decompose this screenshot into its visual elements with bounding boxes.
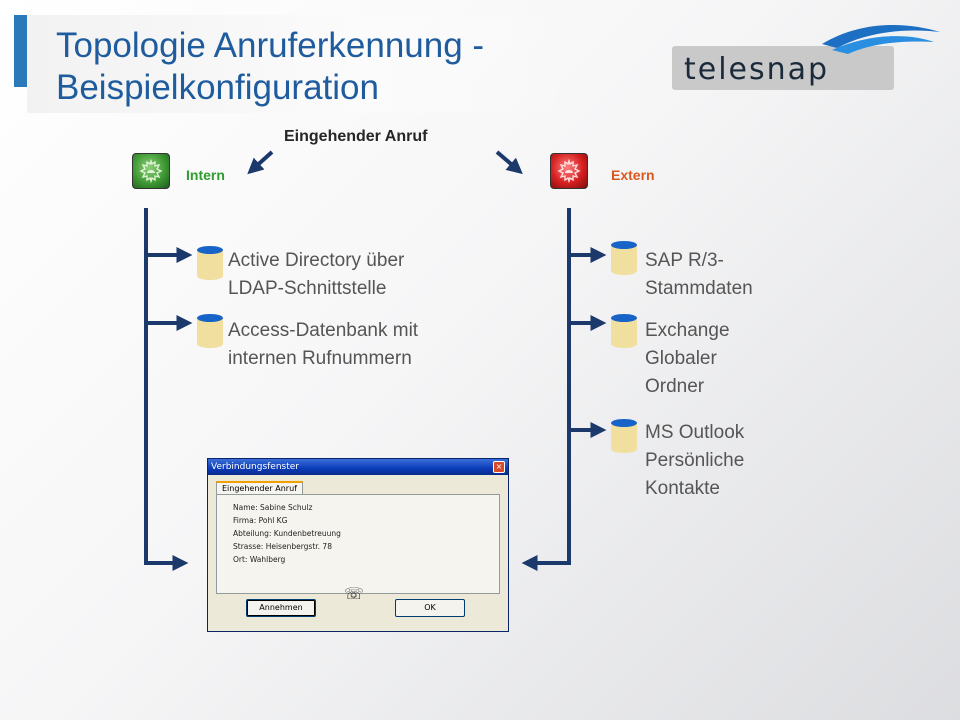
field-name: Name: Sabine Schulz (233, 503, 313, 512)
intern-phone-button (132, 153, 170, 189)
intern-label: Intern (186, 167, 225, 183)
telesnap-logo: telesnap (672, 24, 940, 90)
tab-incoming-call[interactable]: Eingehender Anruf (216, 481, 303, 494)
extern-label: Extern (611, 167, 655, 183)
telephone-icon: ☏ (344, 584, 365, 603)
logo-plate (672, 46, 894, 90)
source-active-directory: Active Directory über LDAP-Schnittstelle (228, 250, 405, 299)
extern-phone-button (550, 153, 588, 189)
intern-connector (144, 208, 193, 571)
arrow-to-extern (495, 150, 523, 175)
red-phone-icon (557, 158, 581, 184)
field-department: Abteilung: Kundenbetreuung (233, 529, 341, 538)
green-phone-icon (139, 158, 163, 184)
caller-info-panel: Name: Sabine Schulz Firma: Pohl KG Abtei… (216, 494, 500, 594)
window-title: Verbindungsfenster (211, 462, 300, 472)
page-title: Topologie Anruferkennung - Beispielkonfi… (56, 25, 484, 109)
title-accent-bar (14, 15, 27, 87)
incoming-call-label: Eingehender Anruf (284, 128, 428, 145)
arrow-to-intern (247, 150, 274, 175)
extern-connector (521, 208, 607, 571)
field-company: Firma: Pohl KG (233, 516, 288, 525)
connection-window: Verbindungsfenster × Eingehender Anruf N… (207, 458, 509, 632)
database-icon (611, 314, 637, 348)
title-line-1: Topologie Anruferkennung - (56, 26, 485, 65)
field-city: Ort: Wahlberg (233, 555, 286, 564)
source-sap: SAP R/3- Stammdaten (645, 250, 753, 299)
accept-button[interactable]: Annehmen (246, 599, 316, 617)
source-exchange: Exchange Globaler Ordner (645, 320, 730, 397)
field-street: Strasse: Heisenbergstr. 78 (233, 542, 332, 551)
swoosh-logo-inner (832, 36, 934, 54)
ok-button[interactable]: OK (395, 599, 465, 617)
title-panel (27, 15, 572, 113)
database-icon (611, 419, 637, 453)
database-icon (611, 241, 637, 275)
close-icon[interactable]: × (493, 461, 505, 473)
source-outlook: MS Outlook Persönliche Kontakte (645, 422, 745, 499)
database-icon (197, 246, 223, 280)
title-line-2: Beispielkonfiguration (56, 68, 379, 107)
swoosh-logo (822, 24, 940, 48)
database-icon (197, 314, 223, 348)
logo-text: telesnap (684, 52, 829, 87)
source-access-database: Access-Datenbank mit internen Rufnummern (228, 320, 419, 369)
window-titlebar: Verbindungsfenster × (208, 459, 508, 475)
